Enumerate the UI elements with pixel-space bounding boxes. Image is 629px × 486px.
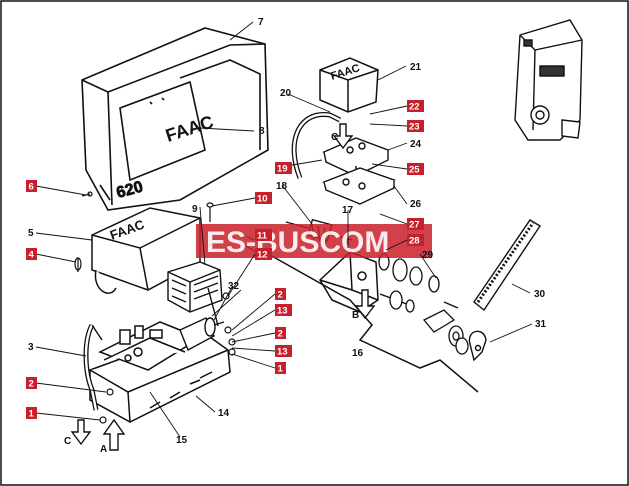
svg-text:2: 2 (278, 329, 283, 340)
capacitor (179, 317, 225, 351)
part-number-24: 24 (410, 139, 422, 150)
transformer (167, 261, 223, 327)
svg-text:11: 11 (257, 231, 268, 242)
badge-2-right-a: 2 (275, 288, 286, 301)
watermark-text: ES-BUSCOM (206, 226, 389, 259)
part-number-5: 5 (28, 228, 34, 239)
badge-1-right: 1 (275, 362, 286, 375)
part-number-20: 20 (280, 88, 292, 99)
direction-letter-c-right: C (331, 132, 338, 143)
arrow-a (102, 418, 126, 451)
belt (473, 219, 541, 312)
svg-text:2: 2 (29, 379, 34, 390)
svg-text:4: 4 (29, 250, 35, 261)
svg-text:19: 19 (277, 164, 288, 175)
svg-text:27: 27 (409, 220, 420, 231)
part-number-8: 8 (259, 126, 265, 137)
badge-2-left: 2 (26, 377, 37, 390)
badge-27: 27 (407, 218, 424, 231)
arrow-c-right (332, 123, 354, 150)
part-number-29: 29 (422, 250, 434, 261)
valve-block (322, 137, 396, 205)
part-number-3: 3 (28, 342, 34, 353)
badge-28: 28 (407, 234, 424, 247)
svg-text:12: 12 (257, 250, 268, 261)
svg-text:2: 2 (278, 290, 283, 301)
highlighted-part-numbers: 6 4 2 1 10 11 12 2 13 2 13 1 22 23 19 25… (26, 100, 424, 420)
part-number-31: 31 (535, 319, 547, 330)
part-number-7: 7 (258, 17, 264, 28)
svg-text:1: 1 (29, 409, 35, 420)
part-number-32: 32 (228, 281, 240, 292)
arrow-c-left (70, 419, 92, 446)
assembled-operator-icon (514, 19, 583, 141)
badge-25: 25 (407, 163, 424, 176)
part-number-17: 17 (342, 205, 354, 216)
oil-cap-box (319, 57, 379, 113)
transformer-cover (91, 207, 201, 294)
cover-housing (81, 27, 269, 211)
part-number-15: 15 (176, 435, 188, 446)
svg-text:13: 13 (277, 347, 288, 358)
watermark-band (196, 224, 432, 258)
part-number-30: 30 (534, 289, 546, 300)
part-number-14: 14 (218, 408, 230, 419)
badge-11: 11 (255, 229, 272, 242)
badge-1-left: 1 (26, 407, 37, 420)
svg-text:10: 10 (257, 194, 268, 205)
badge-23: 23 (407, 120, 424, 133)
badge-4: 4 (26, 248, 37, 261)
gear-train (378, 253, 469, 355)
direction-letter-c-left: C (64, 436, 71, 447)
badge-2-right-b: 2 (275, 327, 286, 340)
motor-bracket (319, 251, 379, 313)
badge-22: 22 (407, 100, 424, 113)
section-line (269, 254, 479, 393)
svg-text:28: 28 (409, 236, 420, 247)
release-key (468, 330, 487, 362)
direction-letter-a: A (100, 444, 107, 455)
svg-text:1: 1 (278, 364, 284, 375)
part-number-9: 9 (192, 204, 198, 215)
part-number-16: 16 (352, 348, 364, 359)
hose-inner (292, 113, 341, 179)
svg-text:13: 13 (277, 306, 288, 317)
svg-text:22: 22 (409, 102, 420, 113)
base-plate (89, 321, 231, 423)
plain-part-numbers: 7 8 5 3 9 14 15 32 20 21 24 26 18 17 29 … (28, 17, 547, 446)
direction-letter-b: B (352, 310, 359, 321)
svg-text:23: 23 (409, 122, 420, 133)
svg-text:6: 6 (29, 182, 34, 193)
part-number-26: 26 (410, 199, 422, 210)
badge-13-b: 13 (275, 345, 292, 358)
part-number-21: 21 (410, 62, 422, 73)
badge-13-a: 13 (275, 304, 292, 317)
svg-text:25: 25 (409, 165, 420, 176)
badge-10: 10 (255, 192, 272, 205)
part-number-18: 18 (276, 181, 288, 192)
badge-12: 12 (255, 248, 272, 261)
badge-19: 19 (275, 162, 292, 175)
badge-6: 6 (26, 180, 37, 193)
